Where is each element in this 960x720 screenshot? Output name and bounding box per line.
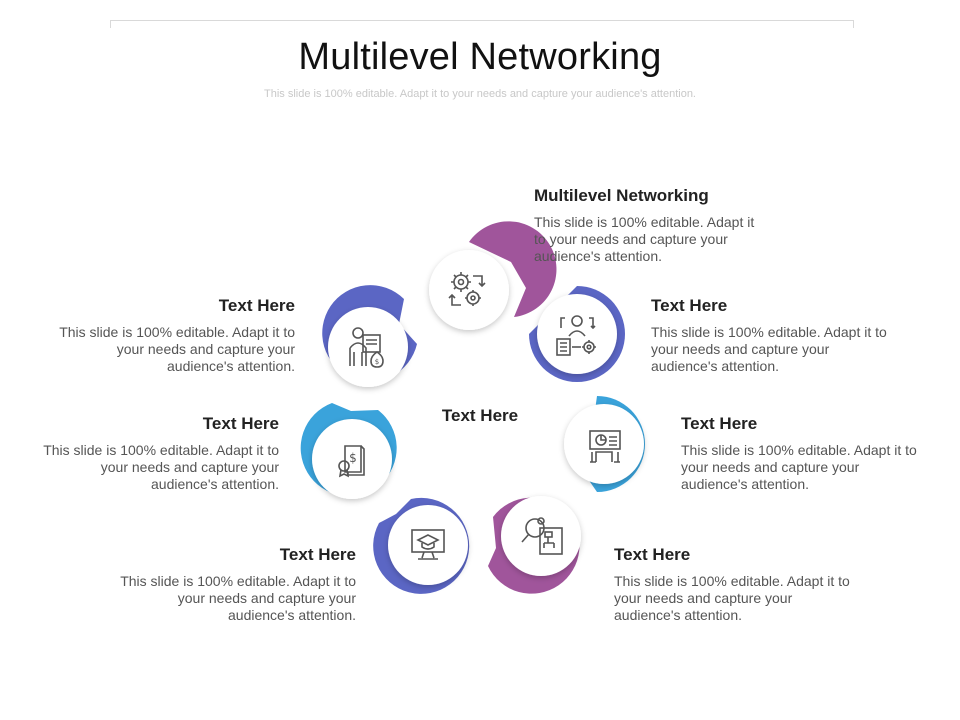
node-certificate: $: [300, 403, 397, 499]
text-block-body: This slide is 100% editable. Adapt it to…: [681, 442, 917, 492]
text-block-heading: Text Here: [614, 545, 691, 564]
text-block-upper-right: Text Here This slide is 100% editable. A…: [651, 296, 891, 375]
svg-text:$: $: [375, 358, 379, 366]
text-block-heading: Multilevel Networking: [534, 186, 709, 205]
person-money-bag-icon: $: [349, 327, 384, 368]
node-gears: [429, 221, 557, 330]
text-block-heading: Text Here: [218, 296, 295, 315]
text-block-body: This slide is 100% editable. Adapt it to…: [614, 573, 850, 623]
center-label: Text Here: [441, 406, 519, 425]
text-block-body: This slide is 100% editable. Adapt it to…: [59, 324, 295, 374]
text-block-heading: Text Here: [202, 414, 279, 433]
certificate-dollar-icon: $: [338, 445, 365, 478]
text-block-left: Text Here This slide is 100% editable. A…: [39, 414, 279, 493]
text-block-lower-right: Text Here This slide is 100% editable. A…: [614, 545, 854, 624]
node-person-document: [529, 286, 625, 382]
node-person-money: $: [322, 285, 417, 387]
text-block-body: This slide is 100% editable. Adapt it to…: [534, 214, 755, 264]
top-border-line: [110, 20, 854, 28]
text-block-body: This slide is 100% editable. Adapt it to…: [120, 573, 356, 623]
person-document-gear-icon: [556, 315, 596, 356]
slide-subtitle: This slide is 100% editable. Adapt it to…: [264, 88, 696, 100]
gears-cycle-icon: [448, 272, 486, 306]
node-monitor: [373, 497, 470, 594]
text-block-body: This slide is 100% editable. Adapt it to…: [43, 442, 279, 492]
node-presentation: [564, 396, 645, 492]
monitor-graduation-icon: [411, 529, 445, 560]
presentation-board-icon: [589, 430, 621, 463]
text-block-body: This slide is 100% editable. Adapt it to…: [651, 324, 887, 374]
search-flowchart-icon: [521, 517, 563, 555]
slide-title: Multilevel Networking: [298, 36, 662, 78]
text-block-heading: Text Here: [681, 414, 758, 433]
text-block-top: Multilevel Networking This slide is 100%…: [534, 186, 769, 265]
text-block-heading: Text Here: [651, 296, 728, 315]
text-block-bottom-left: Text Here This slide is 100% editable. A…: [116, 545, 356, 624]
node-search-flowchart: [488, 496, 581, 594]
text-block-upper-left: Text Here This slide is 100% editable. A…: [55, 296, 295, 375]
text-block-heading: Text Here: [279, 545, 356, 564]
text-block-right: Text Here This slide is 100% editable. A…: [681, 414, 921, 493]
svg-text:$: $: [349, 451, 357, 465]
